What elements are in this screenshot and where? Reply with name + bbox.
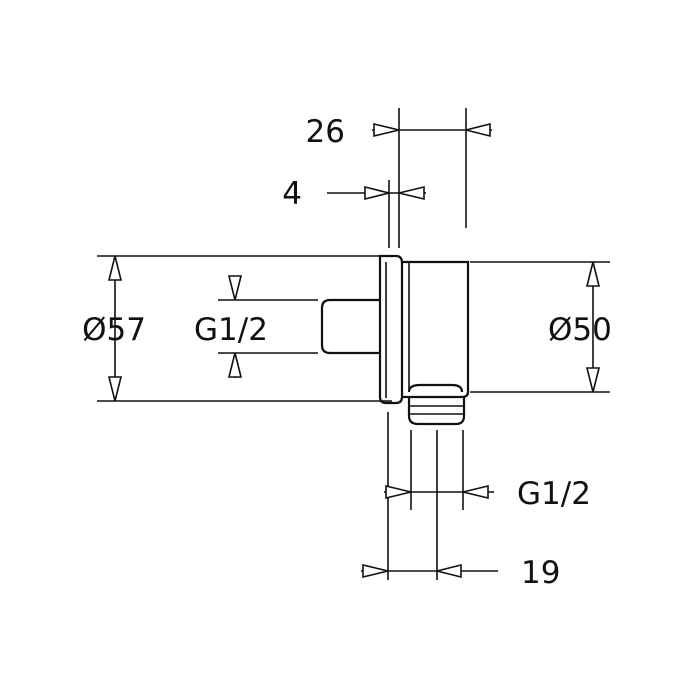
dimension-label: 26 xyxy=(306,114,345,150)
dimension-diameter-body: Ø50 xyxy=(548,261,612,393)
dimension-label: 4 xyxy=(282,176,302,212)
dimension-diameter-base: Ø57 xyxy=(82,255,146,402)
arrowhead xyxy=(373,122,400,138)
dimension-label: G1/2 xyxy=(194,312,268,348)
arrowhead xyxy=(585,367,601,393)
arrowhead xyxy=(465,122,491,138)
dimension-label: 19 xyxy=(521,555,560,591)
arrowhead xyxy=(398,185,425,201)
arrowhead xyxy=(107,255,123,281)
dimension-label: Ø57 xyxy=(82,312,146,348)
arrowhead xyxy=(462,484,489,500)
dimension-thread-outlet: G1/2 xyxy=(384,476,591,512)
arrowhead xyxy=(362,563,389,579)
dimension-thread-inlet: G1/2 xyxy=(194,275,268,378)
arrowhead xyxy=(385,484,412,500)
part-outline xyxy=(320,254,470,426)
arrowhead xyxy=(227,275,243,301)
dimension-outlet-offset: 19 xyxy=(361,555,560,591)
dimension-label: Ø50 xyxy=(548,312,612,348)
arrowhead xyxy=(585,261,601,287)
dimension-flange: 4 xyxy=(282,176,426,212)
arrowhead xyxy=(364,185,390,201)
arrowhead xyxy=(107,376,123,402)
dimension-width-total: 26 xyxy=(306,114,492,150)
arrowhead xyxy=(436,563,462,579)
dimension-label: G1/2 xyxy=(517,476,591,512)
arrowhead xyxy=(227,352,243,378)
